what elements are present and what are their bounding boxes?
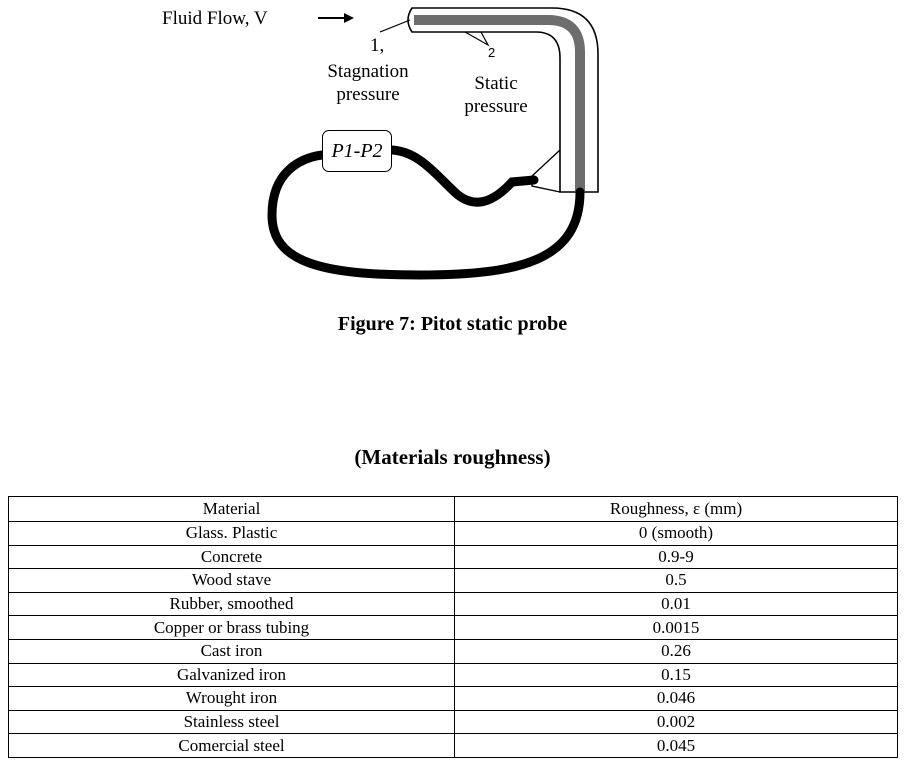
header-material: Material	[8, 496, 455, 522]
roughness-cell: 0.045	[454, 733, 898, 758]
roughness-cell: 0 (smooth)	[454, 521, 898, 546]
roughness-cell: 0.15	[454, 662, 898, 688]
table-title: (Materials roughness)	[354, 445, 551, 469]
roughness-cell: 0.002	[454, 709, 898, 735]
pitot-probe-diagram	[267, 7, 599, 280]
stagnation-label: Stagnation pressure	[327, 61, 409, 105]
figure-caption: Figure 7: Pitot static probe	[337, 313, 568, 335]
material-cell: Galvanized iron	[8, 662, 455, 688]
material-cell: Glass. Plastic	[8, 521, 455, 546]
material-cell: Copper or brass tubing	[8, 615, 455, 640]
roughness-cell: 0.0015	[454, 615, 898, 640]
roughness-cell: 0.5	[454, 568, 898, 593]
static-label: Static pressure	[464, 73, 528, 117]
pressure-difference-box: P1-P2	[322, 130, 392, 172]
hose-static	[385, 145, 539, 207]
hose-loop	[267, 150, 585, 280]
header-roughness: Roughness, ε (mm)	[454, 496, 898, 522]
material-cell: Wrought iron	[8, 686, 455, 711]
static-tap-lines	[531, 149, 561, 193]
roughness-cell: 0.9-9	[454, 544, 898, 570]
roughness-cell: 0.046	[454, 686, 898, 711]
probe-inner-tube	[414, 15, 585, 192]
material-cell: Stainless steel	[8, 709, 455, 735]
material-cell: Concrete	[8, 544, 455, 570]
roughness-cell: 0.01	[454, 591, 898, 617]
pitot-probe-figure: Fluid Flow, V 1, Stagnation pressure 2 S…	[0, 0, 905, 300]
material-cell: Comercial steel	[8, 733, 455, 758]
material-cell: Cast iron	[8, 638, 455, 664]
flow-label: Fluid Flow, V	[162, 8, 268, 29]
point2-label: 2	[488, 45, 496, 60]
roughness-cell: 0.26	[454, 638, 898, 664]
material-cell: Wood stave	[8, 568, 455, 593]
point1-label: 1,	[370, 35, 385, 56]
material-cell: Rubber, smoothed	[8, 591, 455, 617]
point2-pointer	[464, 31, 490, 47]
roughness-table: Material Roughness, ε (mm) Glass. Plasti…	[8, 496, 898, 758]
point1-pointer	[379, 19, 411, 33]
table-header-row: Material Roughness, ε (mm)	[8, 496, 898, 522]
flow-arrow-icon	[318, 13, 354, 23]
